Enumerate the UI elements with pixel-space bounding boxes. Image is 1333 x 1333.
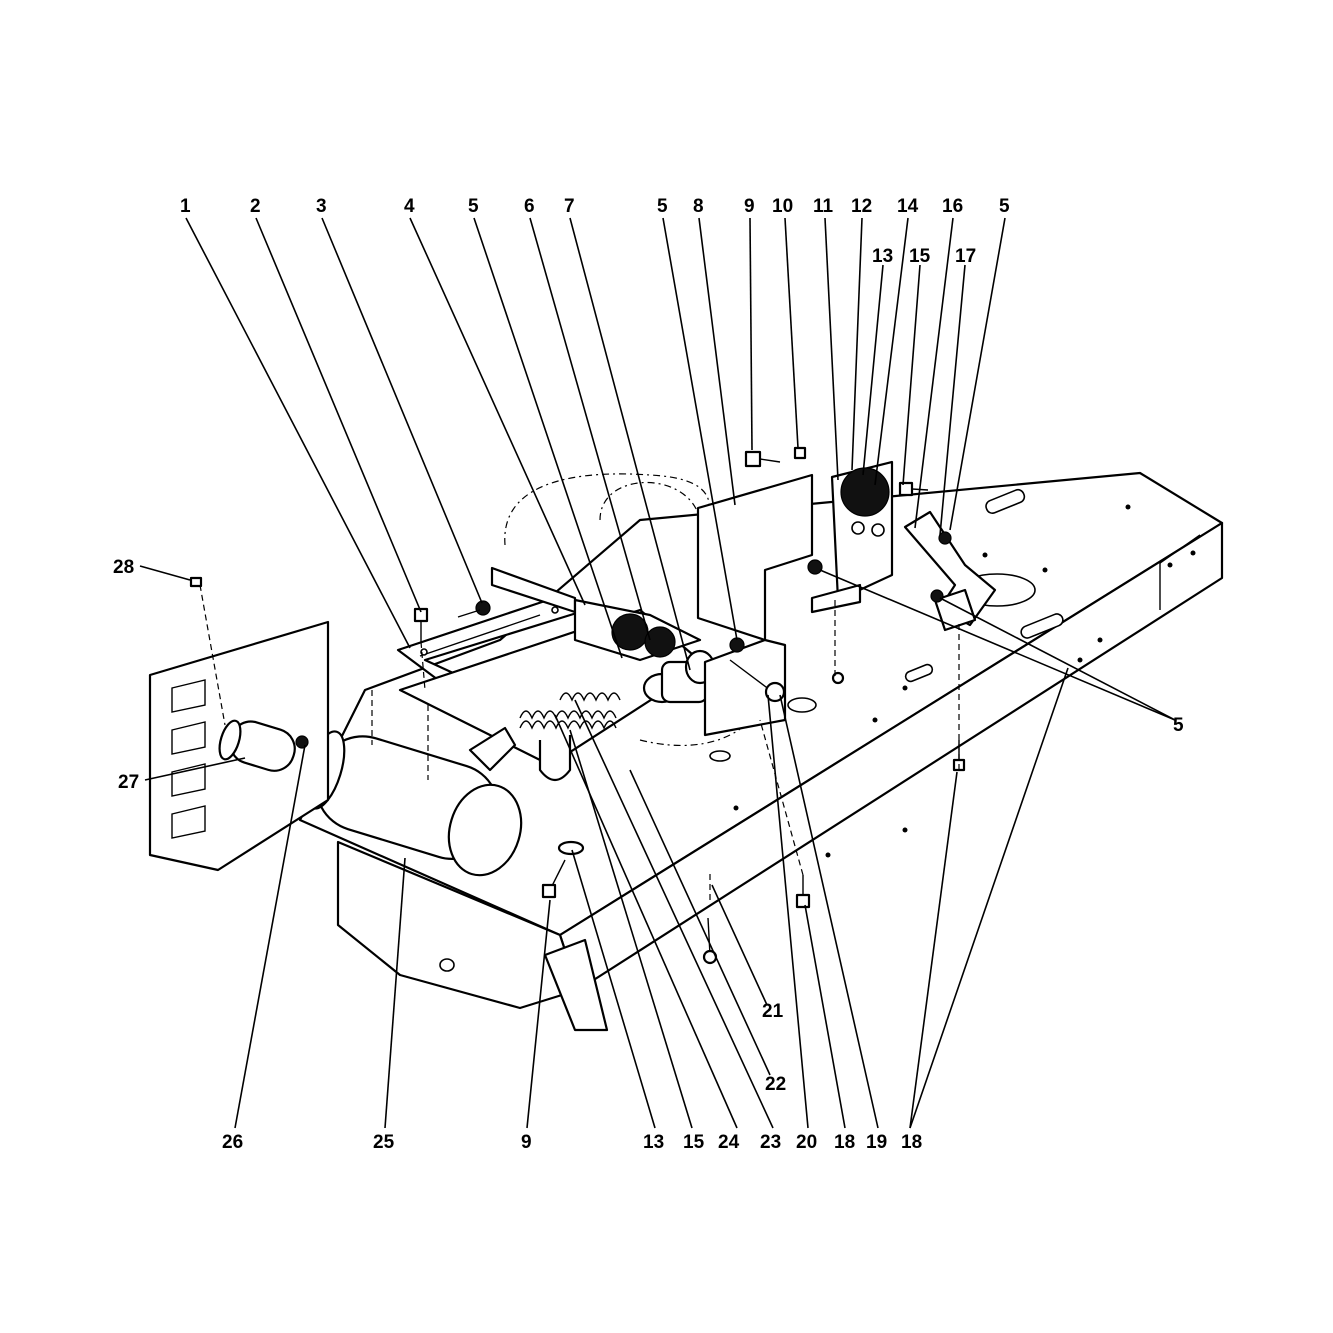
extension-springs xyxy=(519,692,621,730)
callout-25: 25 xyxy=(373,1132,395,1153)
callout-18: 18 xyxy=(834,1132,855,1153)
callout-9: 9 xyxy=(744,196,755,217)
callout-18: 18 xyxy=(901,1132,922,1153)
upright-panel xyxy=(696,473,823,737)
u-bolt xyxy=(538,735,572,782)
frame-slot-mid xyxy=(1020,613,1064,639)
callout-22: 22 xyxy=(765,1074,786,1095)
frame-bracket-leg xyxy=(543,938,609,1032)
leader-lines xyxy=(139,217,1176,1129)
callout-23: 23 xyxy=(760,1132,781,1153)
callout-15: 15 xyxy=(909,246,931,267)
callout-13: 13 xyxy=(643,1132,664,1153)
callout-11: 11 xyxy=(813,196,834,217)
callout-26: 26 xyxy=(222,1132,243,1153)
fasteners xyxy=(189,446,966,965)
callout-5: 5 xyxy=(1173,715,1184,736)
callout-15: 15 xyxy=(683,1132,705,1153)
callout-4: 4 xyxy=(404,196,415,217)
callout-13: 13 xyxy=(872,246,893,267)
frame-left-skirt xyxy=(336,840,580,1010)
switch-bracket xyxy=(810,460,894,614)
callout-3: 3 xyxy=(316,196,327,217)
frame-slot-rear xyxy=(985,488,1026,514)
callout-27: 27 xyxy=(118,772,139,793)
callout-labels: 1 2 3 4 5 6 7 5 8 9 10 11 12 14 16 5 13 … xyxy=(113,196,1184,1153)
callout-12: 12 xyxy=(851,196,872,217)
callout-21: 21 xyxy=(762,1001,784,1022)
callout-8: 8 xyxy=(693,196,704,217)
callout-5: 5 xyxy=(999,196,1010,217)
callout-2: 2 xyxy=(250,196,261,217)
callout-14: 14 xyxy=(897,196,919,217)
callout-19: 19 xyxy=(866,1132,887,1153)
callout-5: 5 xyxy=(657,196,668,217)
frame-slot-small xyxy=(904,663,934,683)
callout-1: 1 xyxy=(180,196,191,217)
callout-28: 28 xyxy=(113,557,134,578)
engine-ghost-outline xyxy=(504,473,761,746)
callout-17: 17 xyxy=(955,246,976,267)
callout-10: 10 xyxy=(772,196,793,217)
pivot-tube xyxy=(642,649,716,704)
dial-knob xyxy=(840,467,890,517)
callout-7: 7 xyxy=(564,196,575,217)
callout-6: 6 xyxy=(524,196,535,217)
callout-20: 20 xyxy=(796,1132,817,1153)
callout-5: 5 xyxy=(468,196,479,217)
callout-24: 24 xyxy=(718,1132,740,1153)
control-plate xyxy=(398,598,707,767)
callout-9: 9 xyxy=(521,1132,532,1153)
callout-16: 16 xyxy=(942,196,963,217)
alignment-lines xyxy=(199,584,960,900)
